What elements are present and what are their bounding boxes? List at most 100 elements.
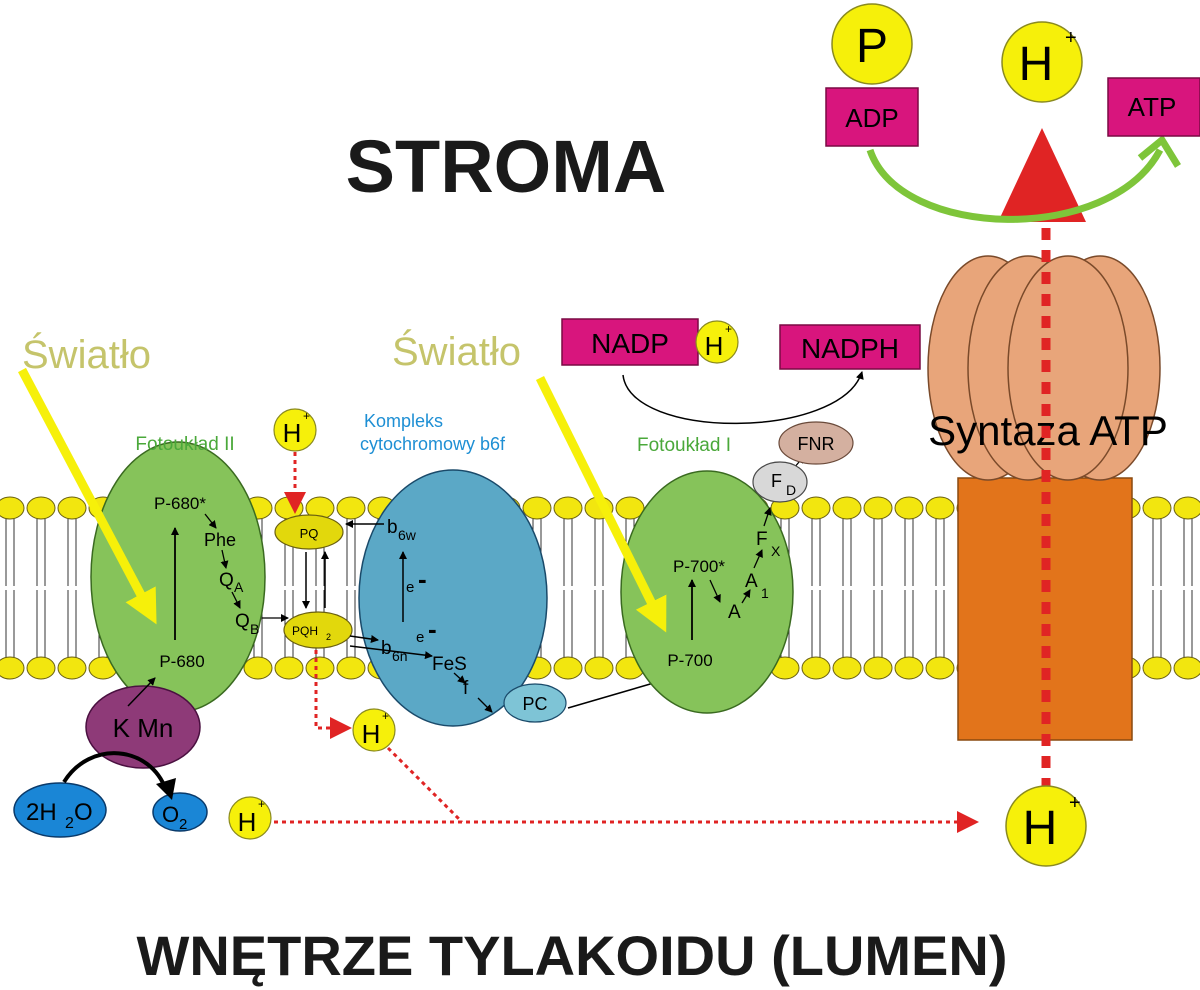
lipid-head xyxy=(26,496,56,520)
arrow-pqh2-fes xyxy=(349,645,433,660)
proton-water-release: H + xyxy=(228,796,272,840)
svg-text:+: + xyxy=(382,709,389,723)
svg-text:Q: Q xyxy=(235,611,250,632)
lipid-head xyxy=(1142,656,1172,680)
svg-text:O: O xyxy=(162,802,179,827)
svg-text:2H: 2H xyxy=(26,799,57,826)
pqh2-molecule xyxy=(283,611,353,649)
adp-box xyxy=(825,87,919,147)
pheophytin: Phe xyxy=(204,530,236,550)
a0-label: A xyxy=(728,602,741,623)
proton-pq-input: H + xyxy=(273,408,317,452)
svg-text:A: A xyxy=(234,579,244,595)
svg-text:+: + xyxy=(258,797,265,811)
svg-text:e: e xyxy=(416,629,424,646)
lipid-head xyxy=(832,656,862,680)
photosystem-i-label: Fotoukład I xyxy=(637,435,731,456)
arrow-qa-qb xyxy=(231,591,241,609)
svg-text:-: - xyxy=(418,564,427,594)
atp-label: ATP xyxy=(1128,92,1177,122)
electron-lower-label: e - xyxy=(416,614,437,646)
qb-label: Q B xyxy=(235,611,259,637)
p700-excited: P-700* xyxy=(673,557,725,576)
pq-label: PQ xyxy=(300,526,319,541)
svg-text:H: H xyxy=(238,807,257,837)
pqh2-to-proton-path xyxy=(314,650,352,739)
stroma-title: STROMA xyxy=(346,125,667,208)
fnr-enzyme xyxy=(778,421,854,465)
arrow-pc-p700 xyxy=(567,678,665,709)
svg-text:2: 2 xyxy=(179,816,187,833)
svg-text:6w: 6w xyxy=(398,527,417,543)
light-label-left: Światło xyxy=(22,331,151,377)
fnr-label: FNR xyxy=(798,434,835,454)
svg-text:D: D xyxy=(786,482,796,498)
lipid-head xyxy=(57,496,87,520)
plastocyanin-label: PC xyxy=(522,694,547,714)
svg-text:H: H xyxy=(1023,802,1058,855)
ferredoxin-label: F D xyxy=(771,471,796,498)
lipid-head xyxy=(0,656,25,680)
proton-stroma-top: H + xyxy=(1001,21,1083,103)
oxygen-label: O 2 xyxy=(162,802,187,833)
atp-synthase-head xyxy=(927,255,1161,481)
adp-label: ADP xyxy=(845,103,898,133)
lipid-head xyxy=(925,496,955,520)
lipid-head xyxy=(894,656,924,680)
svg-text:b: b xyxy=(381,638,392,659)
arrow-phe-qa xyxy=(220,549,229,569)
proton-lumen-synthase: H + xyxy=(1005,785,1087,867)
lipid-head xyxy=(863,656,893,680)
svg-text:1: 1 xyxy=(761,585,769,601)
mn-cluster xyxy=(85,685,201,769)
pq-molecule xyxy=(274,514,344,550)
nadph-label: NADPH xyxy=(801,333,899,364)
lipid-head xyxy=(553,656,583,680)
svg-text:+: + xyxy=(303,409,310,423)
fx-label: F X xyxy=(756,529,781,559)
nadph-box xyxy=(779,324,921,370)
svg-text:H: H xyxy=(362,719,381,749)
lipid-head xyxy=(801,496,831,520)
svg-text:-: - xyxy=(428,614,437,644)
svg-text:2: 2 xyxy=(326,632,331,642)
svg-text:F: F xyxy=(756,529,768,550)
lipid-head xyxy=(584,656,614,680)
photosystem-ii-label: Fotoukład II xyxy=(135,434,234,455)
lipid-head xyxy=(894,496,924,520)
svg-text:b: b xyxy=(387,517,398,538)
cytochrome-b6f xyxy=(358,469,548,727)
phosphate-label: P xyxy=(856,20,888,73)
svg-text:2: 2 xyxy=(65,815,74,832)
arrow-pqh2-b6n xyxy=(349,635,379,643)
atp-box xyxy=(1107,77,1200,137)
arrow-a-a1 xyxy=(741,589,751,604)
svg-text:6n: 6n xyxy=(392,648,408,664)
plastocyanin xyxy=(503,683,567,723)
nadp-reduction-arrow xyxy=(622,371,864,425)
lipid-head xyxy=(832,496,862,520)
proton-drop-path xyxy=(386,746,464,824)
proton-nadp: H + xyxy=(695,320,739,364)
b6w-label: b 6w xyxy=(387,517,417,543)
lipid-head xyxy=(26,656,56,680)
adp-to-atp-arc xyxy=(866,148,1164,223)
svg-text:PQH: PQH xyxy=(292,624,318,638)
svg-text:A: A xyxy=(745,571,758,592)
phosphate-circle xyxy=(831,3,913,85)
svg-text:H: H xyxy=(283,418,302,448)
nadp-box xyxy=(561,318,699,366)
svg-text:e: e xyxy=(406,579,414,596)
p680-excited: P-680* xyxy=(154,494,206,513)
synthase-up-arrowhead xyxy=(998,128,1086,222)
p700: P-700 xyxy=(667,651,712,670)
light-arrow-psi xyxy=(535,376,667,633)
svg-text:H: H xyxy=(705,331,724,361)
svg-text:O: O xyxy=(74,799,93,826)
arrow-f-pc xyxy=(477,697,493,713)
water-molecule xyxy=(13,782,107,838)
cytochrome-label-line2: cytochromowy b6f xyxy=(360,434,506,454)
lipid-head xyxy=(863,496,893,520)
cytochrome-label-line1: Kompleks xyxy=(364,411,443,431)
